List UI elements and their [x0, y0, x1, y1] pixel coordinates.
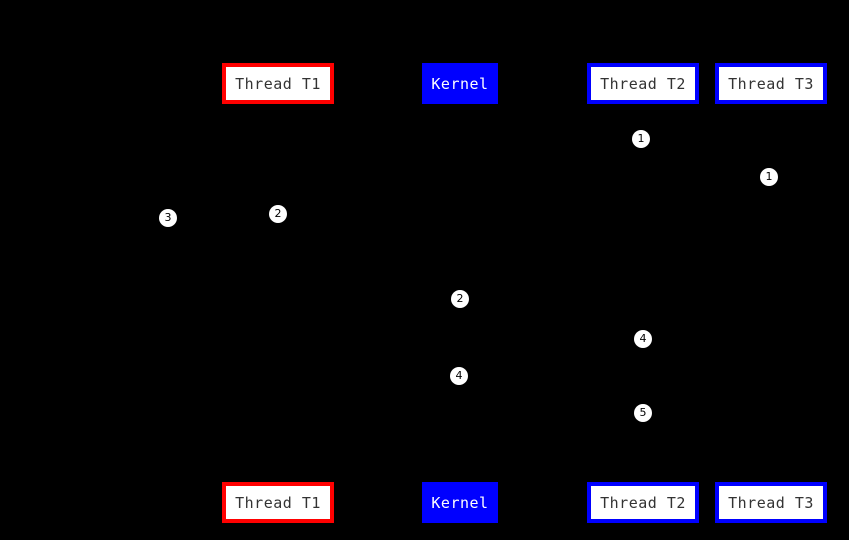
lifeline-t3: [771, 104, 772, 482]
participant-label: Thread T1: [235, 493, 321, 512]
participant-label: Thread T2: [600, 493, 686, 512]
message-arrow: [278, 229, 460, 235]
step-marker: 3: [159, 209, 177, 227]
participant-label: Kernel: [431, 493, 489, 512]
participant-label: Thread T1: [235, 74, 321, 93]
participant-footer-kernel[interactable]: Kernel: [422, 482, 498, 523]
participant-header-t1[interactable]: Thread T1: [222, 63, 334, 104]
participant-label: Kernel: [431, 74, 489, 93]
step-marker: 2: [451, 290, 469, 308]
participant-header-kernel[interactable]: Kernel: [422, 63, 498, 104]
message-arrow: [460, 355, 643, 361]
step-marker: 1: [632, 130, 650, 148]
message-arrow: [278, 315, 460, 321]
participant-footer-t2[interactable]: Thread T2: [587, 482, 699, 523]
step-marker: 5: [634, 404, 652, 422]
message-arrow: [460, 429, 643, 435]
participant-label: Thread T3: [728, 74, 814, 93]
step-marker: 4: [450, 367, 468, 385]
participant-header-t2[interactable]: Thread T2: [587, 63, 699, 104]
participant-footer-t3[interactable]: Thread T3: [715, 482, 827, 523]
participant-header-t3[interactable]: Thread T3: [715, 63, 827, 104]
message-arrow: [460, 193, 771, 199]
participant-label: Thread T2: [600, 74, 686, 93]
step-marker: 4: [634, 330, 652, 348]
lifeline-t1: [278, 104, 279, 482]
lifeline-t2: [643, 104, 644, 482]
step-marker: 2: [269, 205, 287, 223]
participant-footer-t1[interactable]: Thread T1: [222, 482, 334, 523]
step-marker: 1: [760, 168, 778, 186]
participant-label: Thread T3: [728, 493, 814, 512]
message-arrow: [460, 157, 643, 163]
